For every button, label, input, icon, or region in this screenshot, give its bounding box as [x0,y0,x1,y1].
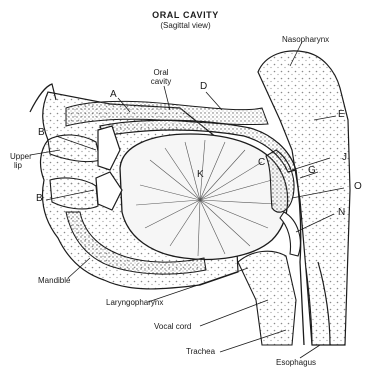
letter-j: J [342,153,347,162]
diagram-subtitle: (Sagittal view) [0,21,371,30]
letter-a: A [110,90,117,99]
label-upper-lip-line1: Upper [10,152,32,161]
epiglottis [280,212,300,256]
letter-c: C [258,158,265,167]
letter-d: D [200,82,207,91]
label-laryngopharynx: Laryngopharynx [106,298,163,307]
letter-n: N [338,208,345,217]
label-nasopharynx: Nasopharynx [282,35,329,44]
label-esophagus: Esophagus [276,358,316,367]
letter-e: E [338,110,345,119]
label-trachea: Trachea [186,347,215,356]
letter-g: G [308,166,316,175]
diagram-title: ORAL CAVITY [0,10,371,20]
letter-b-lower: B [36,194,43,203]
label-oral-cavity-line2: cavity [146,77,176,86]
label-tongue: K [197,170,204,179]
letter-o: O [354,182,362,191]
label-vocal-cord: Vocal cord [154,322,191,331]
label-upper-lip-line2: lip [14,161,22,170]
label-mandible: Mandible [38,276,70,285]
label-oral-cavity-line1: Oral [146,68,176,77]
lower-lip [50,178,98,209]
letter-b-upper: B [38,128,45,137]
larynx [238,251,296,345]
